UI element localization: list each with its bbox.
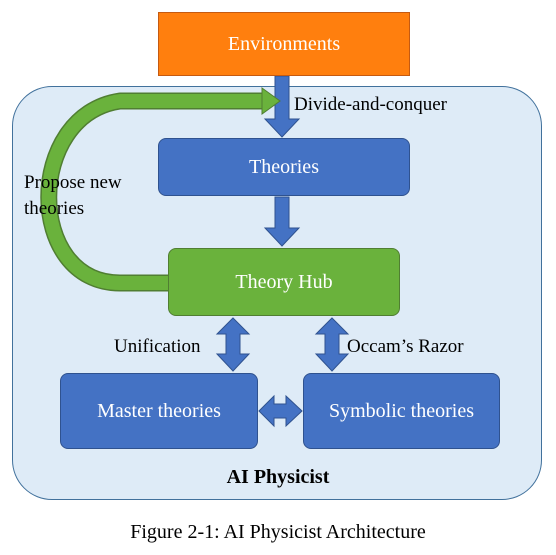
arrow-environments-to-theories [263, 75, 301, 138]
environments-box: Environments [158, 12, 410, 76]
theories-label: Theories [249, 155, 319, 178]
unification-label: Unification [114, 336, 201, 357]
divide-and-conquer-label: Divide-and-conquer [294, 94, 447, 115]
arrow-propose-head [261, 87, 281, 115]
figure-caption: Figure 2-1: AI Physicist Architecture [130, 521, 426, 543]
theory-hub-box: Theory Hub [168, 248, 400, 316]
master-theories-box: Master theories [60, 373, 258, 449]
symbolic-theories-box: Symbolic theories [303, 373, 500, 449]
theories-box: Theories [158, 138, 410, 196]
arrow-master-symbolic [258, 394, 303, 428]
arrow-hub-symbolic [314, 317, 350, 372]
arrow-theories-to-hub [263, 196, 301, 247]
environments-label: Environments [227, 32, 341, 55]
arrow-hub-master [215, 317, 251, 372]
container-title: AI Physicist [226, 466, 330, 488]
theory-hub-label: Theory Hub [235, 270, 333, 293]
propose-label-line1: Propose new [24, 172, 122, 193]
symbolic-theories-label: Symbolic theories [329, 399, 474, 422]
occams-razor-label: Occam’s Razor [347, 336, 464, 357]
master-theories-label: Master theories [97, 399, 221, 422]
propose-label-line2: theories [24, 198, 85, 219]
